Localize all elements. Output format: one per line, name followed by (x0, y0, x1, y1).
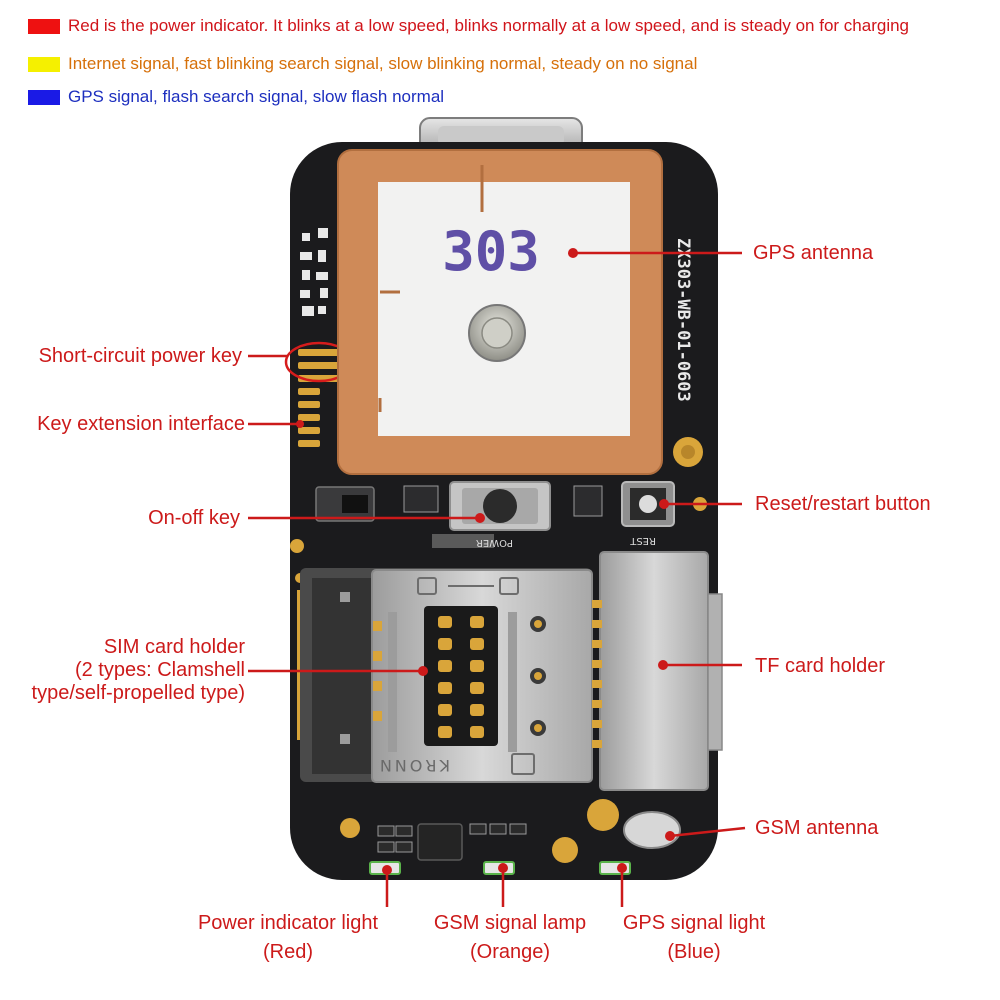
legend-power-indicator: Red is the power indicator. It blinks at… (28, 15, 909, 37)
label-gsm-signal-lamp: GSM signal lamp (Orange) (415, 909, 605, 967)
board-model-silk: ZX303-WB-01-0603 (673, 238, 693, 402)
reset-silk: REST (629, 535, 656, 546)
legend-gps-signal: GPS signal, flash search signal, slow fl… (28, 86, 444, 108)
legend-swatch-red (28, 18, 60, 34)
label-sim-card-holder: SIM card holder (2 types: Clamshell type… (0, 636, 245, 705)
label-gsm-antenna: GSM antenna (755, 817, 879, 839)
label-sim-card-holder-line2: (2 types: Clamshell (74, 659, 245, 681)
legend-swatch-yellow (28, 56, 60, 72)
legend-text-power: Red is the power indicator. It blinks at… (68, 16, 910, 35)
legend-internet-signal: Internet signal, fast blinking search si… (28, 53, 697, 75)
antenna-code: 303 (442, 220, 540, 283)
label-short-circuit-power-key: Short-circuit power key (38, 345, 242, 367)
label-gsm-signal-lamp-line2: (Orange) (469, 941, 551, 963)
label-on-off-key: On-off key (148, 507, 240, 529)
legend-swatch-blue (28, 89, 60, 105)
label-key-extension-interface: Key extension interface (37, 413, 245, 435)
tf-card-holder (592, 551, 723, 791)
label-sim-card-holder-line1: SIM card holder (103, 636, 245, 658)
sim-brand: KRONN (377, 756, 450, 775)
label-reset-restart-button: Reset/restart button (755, 493, 931, 515)
label-sim-card-holder-line3: type/self-propelled type) (31, 682, 245, 704)
callout-leaders (248, 248, 746, 907)
label-gsm-signal-lamp-line1: GSM signal lamp (433, 912, 587, 934)
gsm-antenna-spring (623, 811, 681, 849)
bottom-ic (417, 823, 463, 861)
label-power-indicator-light-line2: (Red) (262, 941, 313, 963)
legend-text-internet: Internet signal, fast blinking search si… (68, 54, 698, 73)
legend-text-gps: GPS signal, flash search signal, slow fl… (68, 87, 445, 106)
label-gps-antenna: GPS antenna (753, 242, 874, 264)
label-gps-signal-light-line2: (Blue) (667, 941, 721, 963)
label-tf-card-holder: TF card holder (755, 655, 886, 677)
power-silk: POWER (476, 537, 513, 548)
label-power-indicator-light-line1: Power indicator light (197, 912, 379, 934)
on-off-switch (449, 481, 551, 531)
label-gps-signal-light-line1: GPS signal light (622, 912, 766, 934)
sim-card-holder (300, 568, 593, 783)
label-power-indicator-light: Power indicator light (Red) (178, 909, 398, 967)
silkscreen-pattern (300, 228, 328, 316)
label-gps-signal-light: GPS signal light (Blue) (606, 909, 782, 967)
